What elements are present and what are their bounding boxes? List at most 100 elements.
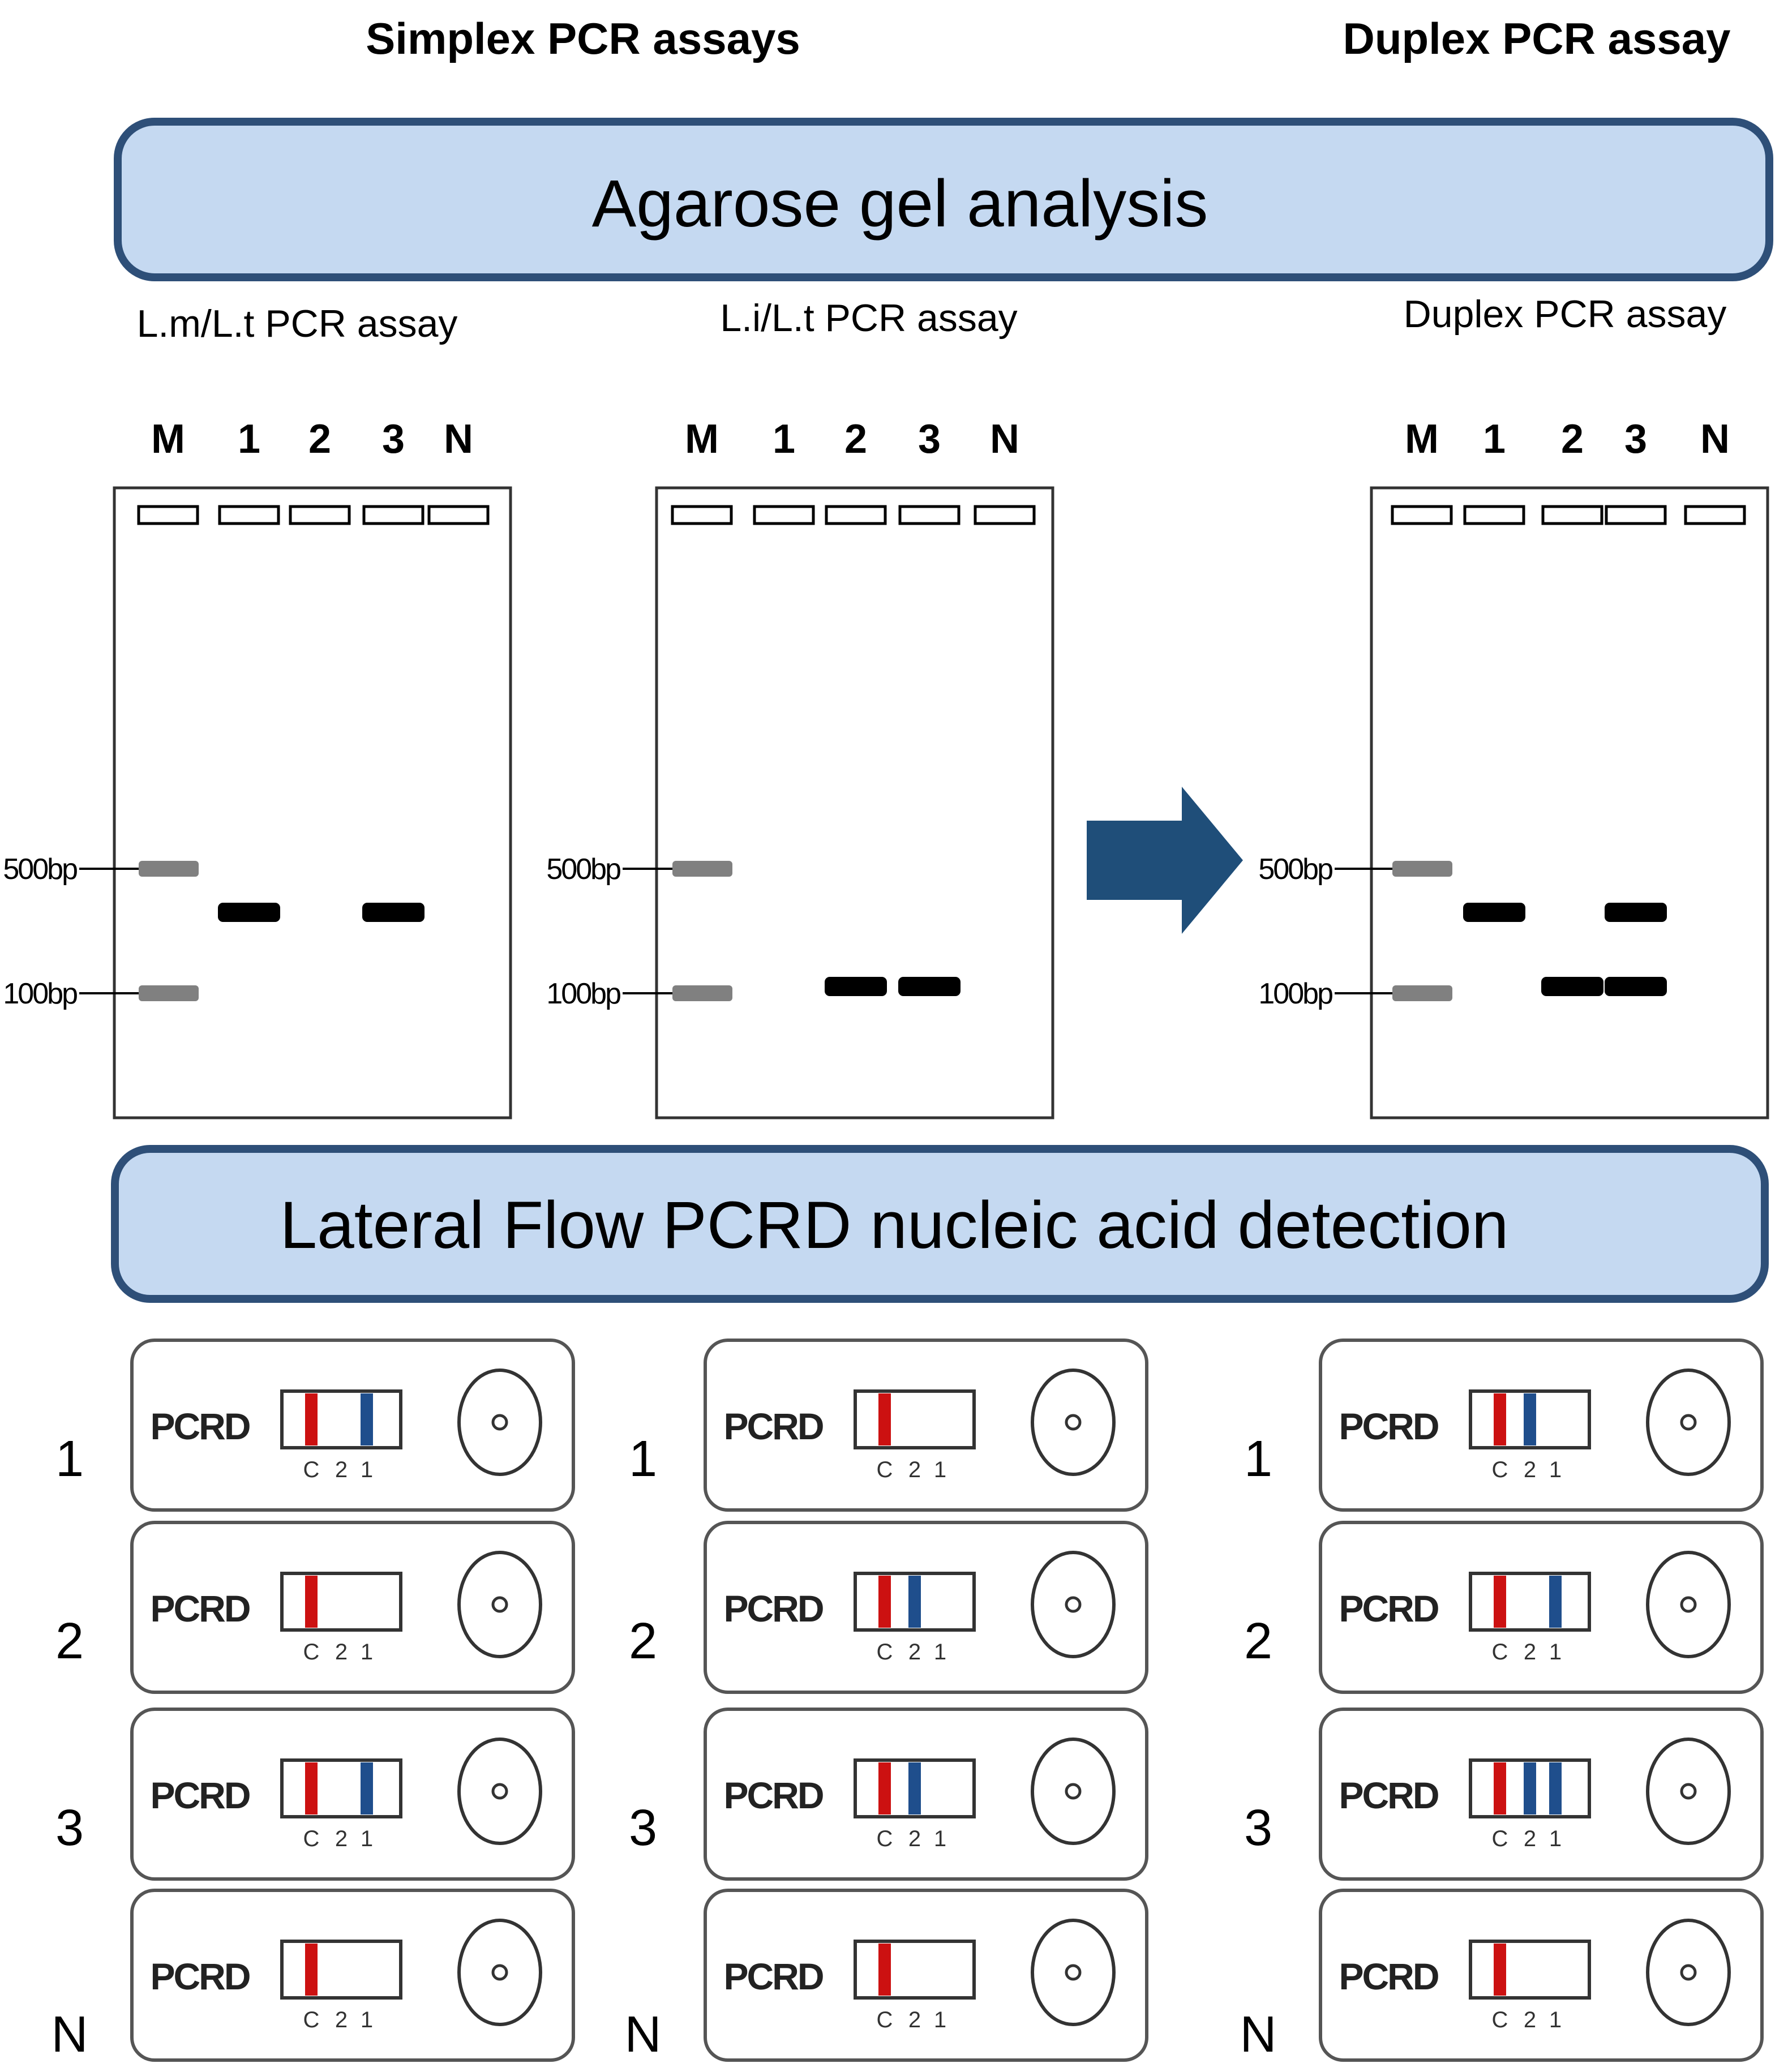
window-mark: 2 [335,2007,348,2032]
pcrd-label: PCRD [1339,1955,1438,1997]
lateral-flow-banner-title: Lateral Flow PCRD nucleic acid detection [280,1188,1509,1263]
lane-label: N [444,417,473,462]
window-mark: 2 [335,1640,348,1665]
dna-band [1605,977,1667,996]
sample-port-icon [1065,1783,1082,1800]
lane-label: 2 [1561,417,1584,462]
lane-label: N [1700,417,1730,462]
lane-well [974,505,1036,525]
lane-label: 2 [308,417,331,462]
lane-well [1684,505,1746,525]
strip-row-label: N [52,2006,88,2063]
lane-label: M [685,417,719,462]
strip-row-label: 2 [629,1613,657,1670]
gel-frame [113,486,512,1119]
pcrd-label: PCRD [150,1405,249,1447]
result-window [280,1758,402,1818]
test-line-2 [1524,1762,1536,1814]
strip-row-label: 2 [1244,1613,1272,1670]
sample-port-icon [1680,1414,1697,1431]
dna-band [825,977,887,996]
lane-well [362,505,425,525]
window-mark: C [877,2007,893,2032]
window-mark: 1 [934,1457,946,1482]
lane-well [1391,505,1453,525]
dna-band [1463,903,1525,922]
lane-well [218,505,280,525]
control-line [305,1944,318,1996]
result-window [280,1389,402,1449]
lane-label: 1 [238,417,260,462]
gel-frame [655,486,1054,1119]
result-window [854,1940,976,2000]
lane-well [289,505,351,525]
lane-label: N [990,417,1019,462]
sample-port-icon [491,1783,508,1800]
sample-port-icon [1680,1964,1697,1981]
pcrd-label: PCRD [150,1774,249,1816]
lane-well [825,505,887,525]
marker-band [672,861,732,877]
window-mark: 1 [1549,1826,1562,1851]
marker-band [672,985,732,1001]
marker-band [139,861,199,877]
lane-label: 2 [844,417,867,462]
test-line-1 [361,1393,373,1445]
test-line-1 [1549,1576,1562,1628]
dna-band [898,977,961,996]
lane-well [671,505,733,525]
window-mark: C [1492,2007,1508,2032]
lane-label: 3 [1624,417,1647,462]
window-mark: 1 [934,1640,946,1665]
lane-well [1541,505,1603,525]
test-line-1 [1549,1762,1562,1814]
dna-band [1541,977,1603,996]
sample-port-icon [1680,1783,1697,1800]
marker-band [1392,985,1452,1001]
window-mark: 2 [908,1457,921,1482]
window-mark: 1 [1549,2007,1562,2032]
result-window [1469,1940,1591,2000]
window-mark: C [877,1826,893,1851]
ladder-label: 500bp [546,853,620,886]
marker-band [139,985,199,1001]
control-line [1494,1944,1506,1996]
lane-well [1605,505,1667,525]
window-mark: 2 [908,1640,921,1665]
window-mark: 1 [934,2007,946,2032]
lane-well [898,505,961,525]
ladder-label: 100bp [1258,977,1332,1010]
pcrd-label: PCRD [1339,1774,1438,1816]
right-arrow-icon [1087,787,1243,934]
window-mark: C [1492,1640,1508,1665]
sample-port-icon [1065,1596,1082,1613]
window-mark: 1 [361,1640,373,1665]
result-window [280,1940,402,2000]
strip-row-label: 1 [55,1431,84,1487]
sample-port-icon [1065,1414,1082,1431]
window-mark: C [1492,1457,1508,1482]
pcrd-label: PCRD [1339,1588,1438,1629]
sample-port-icon [1680,1596,1697,1613]
window-mark: C [303,1826,320,1851]
strip-row-label: 3 [1244,1800,1272,1856]
lane-well [427,505,490,525]
lane-well [753,505,815,525]
window-mark: C [303,1640,320,1665]
window-mark: 1 [934,1826,946,1851]
control-line [878,1944,891,1996]
window-mark: C [303,2007,320,2032]
pcrd-label: PCRD [1339,1405,1438,1447]
test-line-1 [361,1762,373,1814]
strip-row-label: 2 [55,1613,84,1670]
gel-frame [1370,486,1769,1119]
pcrd-label: PCRD [150,1588,249,1629]
